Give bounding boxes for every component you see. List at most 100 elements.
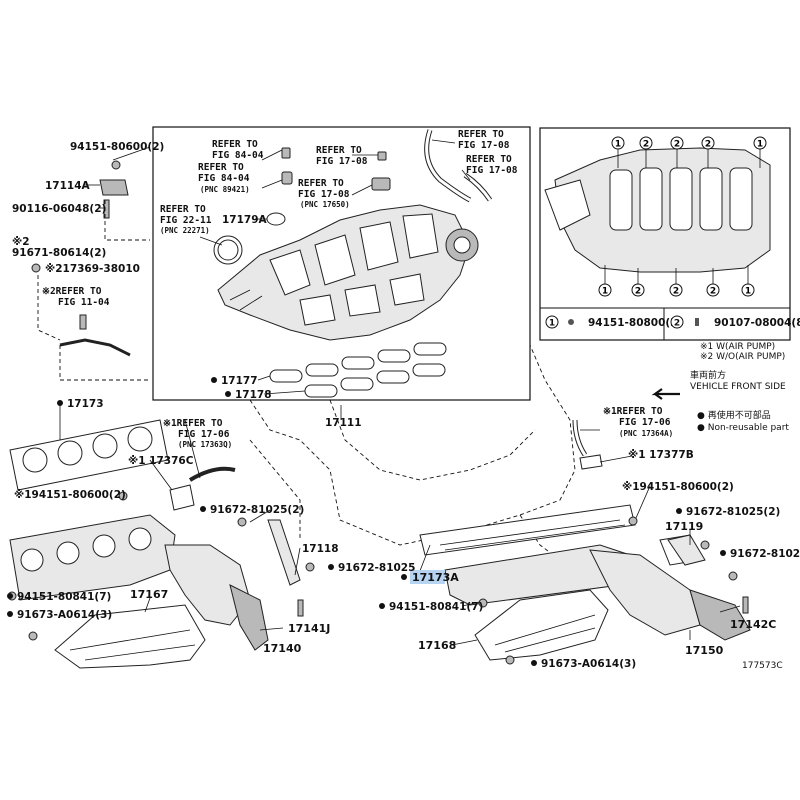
pipe-17377B[interactable] [572,419,603,470]
svg-text:1: 1 [757,140,763,150]
ref-fig-17-06-left-pnc: (PNC 17363Q) [178,440,232,449]
throttle-gasket-ring [213,235,243,265]
label-94151-80600-top[interactable]: 94151-80600(2) [70,141,164,153]
non-reusable-dot-91672-R1 [676,508,682,514]
ref-fig-22-11-line1: REFER TO [160,204,206,215]
svg-text:2: 2 [674,319,680,329]
svg-text:2: 2 [705,140,711,150]
direction-label-en: VEHICLE FRONT SIDE [690,382,786,392]
label-17111[interactable]: 17111 [325,417,362,429]
label-17142C[interactable]: 17142C [730,618,776,631]
ref-fig-17-08-d-line2[interactable]: FIG 17-08 [466,165,518,176]
label-91671-80614-mark: ※2 [12,236,30,248]
note-with-air-pump: ※1 W(AIR PUMP) [700,342,775,352]
label-17114A[interactable]: 17114A [45,180,91,192]
ref-fig-84-04-b-pnc: (PNC 89421) [200,185,250,194]
non-reusable-dot-17177 [211,377,217,383]
exhaust-manifold-17140[interactable] [9,514,269,651]
inset-frame [539,127,791,341]
label-17140[interactable]: 17140 [263,642,302,655]
o-ring-17179A[interactable] [266,212,286,226]
note-without-air-pump: ※2 W/O(AIR PUMP) [700,352,785,362]
inset-manifold-view [544,147,771,273]
svg-text:94151-80800(2): 94151-80800(2) [588,317,682,329]
svg-text:90107-08004(8): 90107-08004(8) [714,317,800,329]
diagram-id: 177573C [742,661,783,671]
ref-fig-17-06-left-line2[interactable]: FIG 17-06 [178,429,230,440]
ref-fig-11-04-line2[interactable]: FIG 11-04 [58,297,110,308]
svg-text:2: 2 [643,140,649,150]
cap-17114A[interactable] [99,160,150,241]
ref-fig-17-06-left-line1: ※1REFER TO [163,418,223,429]
label-17167[interactable]: 17167 [130,588,168,601]
label-94151-80600-right[interactable]: ※194151-80600(2) [622,481,734,493]
label-94151-80600-left[interactable]: ※194151-80600(2) [14,489,126,501]
ref-fig-22-11-pnc: (PNC 22271) [160,226,210,235]
non-reusable-dot-17178 [225,391,231,397]
ref-fig-84-04-b-line1: REFER TO [198,162,244,173]
nuts-right [478,516,749,665]
label-91673-A0614-left[interactable]: 91673-A0614(3) [17,609,112,621]
ref-fig-22-11-line2[interactable]: FIG 22-11 [160,215,212,226]
ref-fig-84-04-b-line2[interactable]: FIG 84-04 [198,173,250,184]
intake-manifold-frame [152,126,531,401]
label-17377B[interactable]: ※1 17377B [628,449,694,461]
svg-text:2: 2 [673,287,679,297]
label-91672-81025-left-2[interactable]: 91672-81025 [338,562,415,574]
svg-text:2: 2 [710,287,716,297]
legend-non-reusable-en: ● Non-reusable part [697,423,789,433]
exhaust-manifold-17150[interactable] [444,534,751,641]
label-91672-81025-left-1[interactable]: 91672-81025(2) [210,504,304,516]
label-91672-81025-right-1[interactable]: 91672-81025(2) [686,506,780,518]
svg-text:1: 1 [602,287,608,297]
label-94151-80841-right[interactable]: 94151-80841(7) [389,601,483,613]
air-pipe-assembly [31,263,150,381]
label-17177[interactable]: 17177 [221,375,258,387]
direction-arrow-icon [651,388,680,400]
ref-fig-17-08-b-line1: REFER TO [298,178,344,189]
label-17173[interactable]: 17173 [67,398,104,410]
heat-insulator-17167[interactable] [54,604,206,669]
bracket-17119[interactable] [667,534,706,566]
non-reusable-dot-91673-L [7,611,13,617]
label-17173A[interactable]: 17173A [412,571,459,584]
intake-gasket-17178[interactable] [304,363,446,398]
leader-lines [59,139,741,646]
label-17376C[interactable]: ※1 17376C [128,455,194,467]
non-reusable-dot-94151-L [7,593,13,599]
label-91673-A0614-right[interactable]: 91673-A0614(3) [541,658,636,670]
label-217369-38010[interactable]: ※217369-38010 [45,263,140,275]
non-reusable-dot-94151-R [379,603,385,609]
label-17141J[interactable]: 17141J [288,622,330,635]
direction-label-jp: 車両前方 [690,369,726,381]
intake-gasket-17177[interactable] [269,342,447,383]
label-17119[interactable]: 17119 [665,520,703,533]
label-91672-81025-right-2[interactable]: 91672-81025 [730,548,800,560]
non-reusable-dot-91673-R [531,660,537,666]
ref-fig-17-08-b-line2[interactable]: FIG 17-08 [298,189,350,200]
inset-legend: 1 94151-80800(2) 2 90107-08004(8) [545,315,800,329]
ref-fig-17-08-d-line1: REFER TO [466,154,512,165]
label-17150[interactable]: 17150 [685,644,724,657]
intake-manifold-17111[interactable] [217,204,479,341]
ref-fig-17-06-right-line2[interactable]: FIG 17-06 [619,417,671,428]
exhaust-gasket-17173[interactable] [9,419,169,491]
ref-fig-17-08-a-line2[interactable]: FIG 17-08 [316,156,368,167]
label-17118[interactable]: 17118 [302,543,339,555]
label-90116-06048[interactable]: 90116-06048(2) [12,203,106,215]
heat-insulator-17168[interactable] [474,589,609,661]
ref-fig-84-04-a-line2[interactable]: FIG 84-04 [212,150,264,161]
label-17168[interactable]: 17168 [418,639,456,652]
svg-text:2: 2 [674,140,680,150]
gasket-17376C[interactable] [169,466,236,511]
ref-fig-17-08-c-line2[interactable]: FIG 17-08 [458,140,510,151]
label-17179A[interactable]: 17179A [222,214,268,226]
label-91671-80614[interactable]: 91671-80614(2) [12,247,106,259]
label-94151-80841-left[interactable]: 94151-80841(7) [17,591,111,603]
ref-fig-17-08-b-pnc: (PNC 17650) [300,200,350,209]
bracket-17118[interactable] [267,519,301,586]
svg-text:1: 1 [745,287,751,297]
label-17178[interactable]: 17178 [235,389,272,401]
vacuum-hose [281,129,493,203]
svg-text:2: 2 [635,287,641,297]
